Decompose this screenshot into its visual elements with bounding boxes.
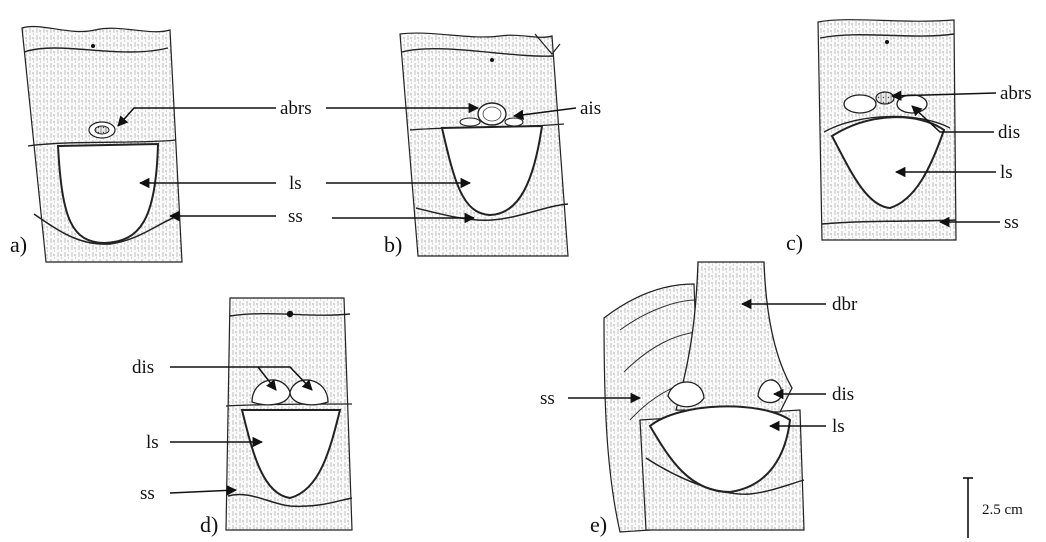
scale-bar: 2.5 cm [963,478,1023,538]
label-dis-d: dis [132,357,154,378]
panel-label-b: b) [384,232,402,257]
label-ss-e: ss [540,388,555,409]
bud-dot-b [490,58,494,62]
panel-c: c) [786,20,956,255]
label-ls-e: ls [832,416,845,437]
label-ls-ab: ls [289,173,302,194]
bud-dot-a [91,44,95,48]
bud-dot-d [287,311,293,317]
panel-d: d) [200,298,352,537]
label-ls-d: ls [146,432,159,453]
label-dis-c: dis [998,122,1020,143]
label-ss-d: ss [140,483,155,504]
abrs-bud-a [89,122,115,138]
bud-dot-c [885,40,889,44]
label-abrs-c: abrs [1000,83,1032,104]
label-ss-ab: ss [288,206,303,227]
label-ls-c: ls [1000,162,1013,183]
label-abrs-ab: abrs [280,98,312,119]
label-ss-c: ss [1004,212,1019,233]
panel-label-e: e) [590,512,607,537]
panel-label-c: c) [786,230,803,255]
panel-label-d: d) [200,512,218,537]
label-dbr-e: dbr [832,294,858,315]
panel-label-a: a) [10,232,27,257]
panel-b: b) [384,33,568,257]
label-ais-b: ais [580,98,601,119]
abrs-bud-c [876,92,894,104]
scale-bar-label: 2.5 cm [982,502,1023,518]
panel-a: a) [10,26,182,262]
label-dis-e: dis [832,384,854,405]
abrs-bud-b [478,103,506,125]
